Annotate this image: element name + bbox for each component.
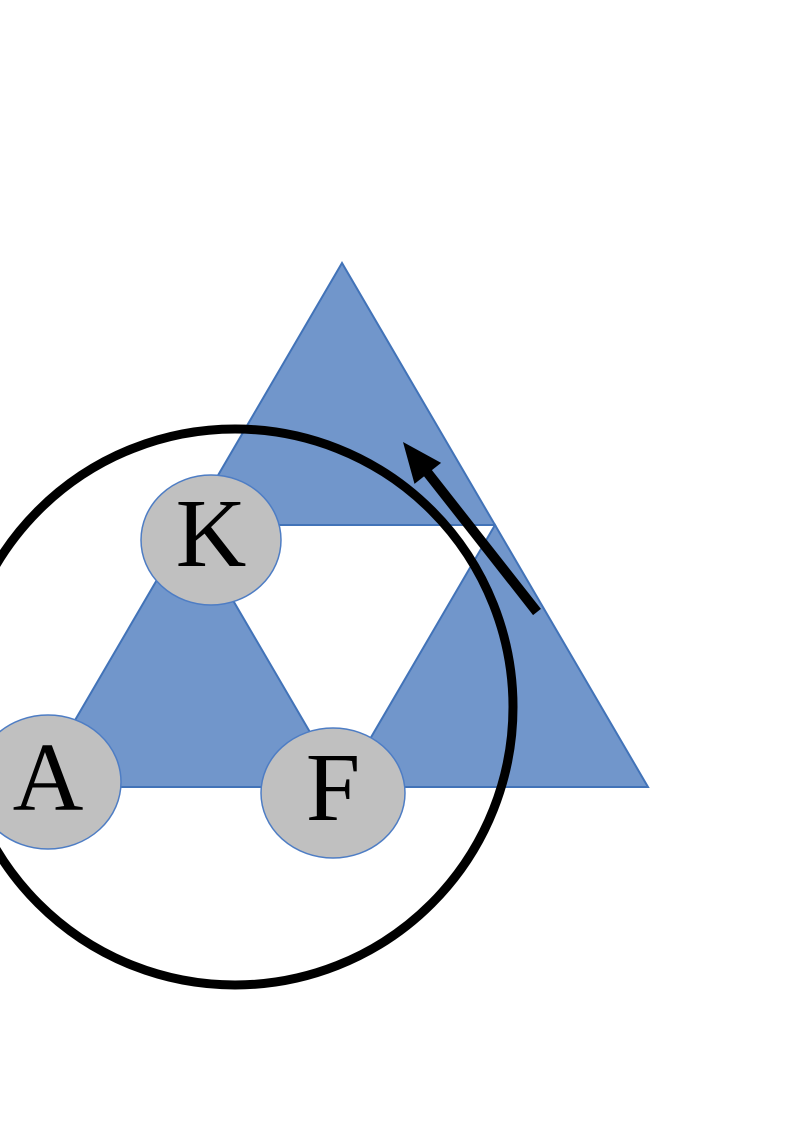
node-f: F xyxy=(260,727,406,859)
triforce-triangle xyxy=(34,261,650,788)
triforce-bottom-left-triangle xyxy=(34,523,344,788)
node-k-label: K xyxy=(176,480,247,588)
triforce-bottom-right-triangle xyxy=(340,523,650,788)
node-k: K xyxy=(140,474,282,606)
node-k-circle xyxy=(140,474,282,606)
node-f-circle xyxy=(260,727,406,859)
direction-arrow xyxy=(403,442,541,616)
direction-arrow-shaft xyxy=(423,468,541,616)
node-a-circle xyxy=(0,714,122,850)
rotation-circle xyxy=(0,424,518,990)
node-a: A xyxy=(0,714,122,850)
node-a-label: A xyxy=(13,724,84,832)
direction-arrow-head xyxy=(403,442,442,484)
node-f-label: F xyxy=(306,734,361,842)
